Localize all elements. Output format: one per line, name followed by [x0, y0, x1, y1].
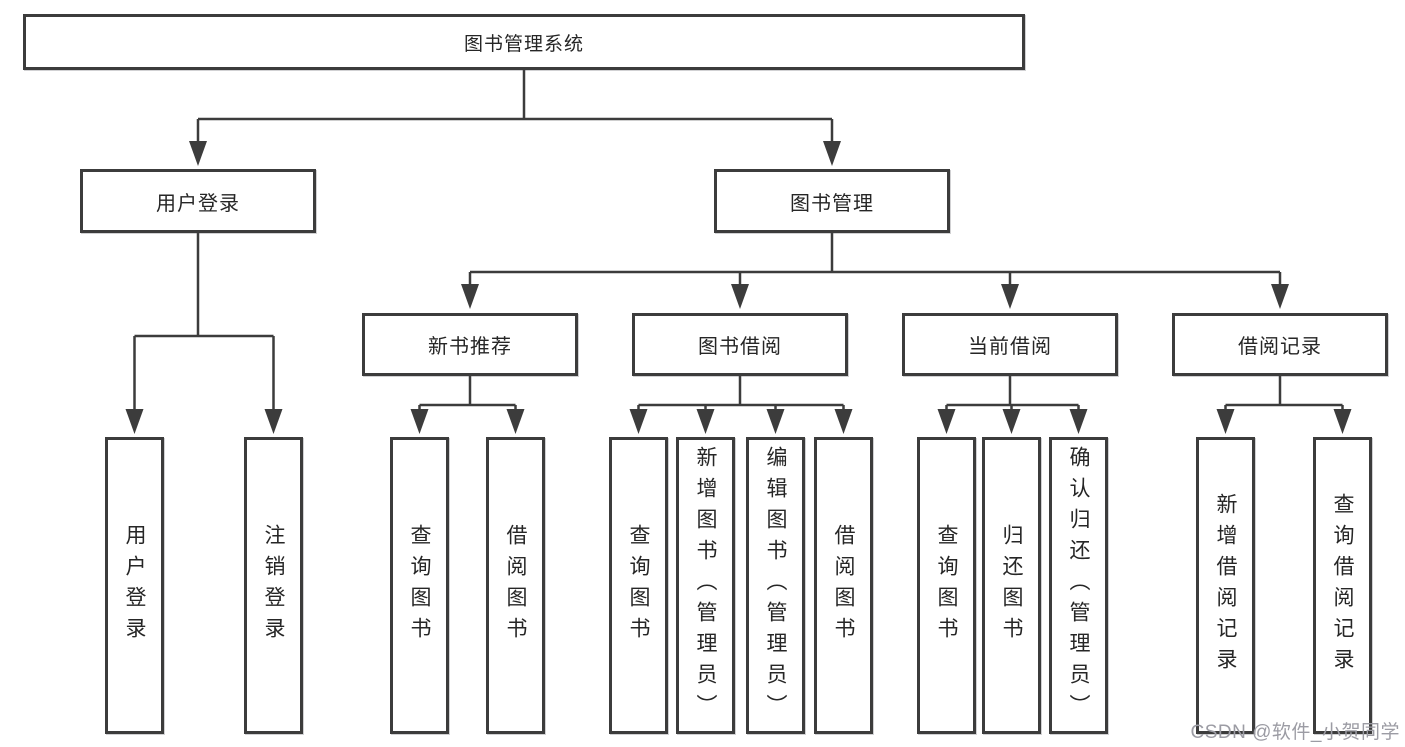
node-book-borrow: 图书借阅: [632, 313, 848, 376]
leaf-add-borrow-record: 新增借阅记录: [1196, 437, 1255, 734]
leaf-query-books-recommend: 查询图书: [390, 437, 449, 734]
csdn-watermark: CSDN @软件_小贺同学: [1190, 722, 1400, 743]
leaf-user-login: 用户登录: [105, 437, 164, 734]
leaf-borrow-books: 借阅图书: [814, 437, 873, 734]
node-user-login: 用户登录: [80, 169, 316, 233]
arrowheads: [125, 141, 1352, 434]
leaf-borrow-books-recommend: 借阅图书: [486, 437, 545, 734]
leaf-query-books-borrow: 查询图书: [609, 437, 668, 734]
node-borrow-records: 借阅记录: [1172, 313, 1388, 376]
leaf-confirm-return-admin: 确认归还（管理员）: [1049, 437, 1108, 734]
leaf-query-borrow-record: 查询借阅记录: [1313, 437, 1372, 734]
leaf-query-books-current: 查询图书: [917, 437, 976, 734]
node-current-borrow: 当前借阅: [902, 313, 1118, 376]
node-new-book-recommend: 新书推荐: [362, 313, 578, 376]
leaf-edit-book-admin: 编辑图书（管理员）: [746, 437, 805, 734]
node-book-management: 图书管理: [714, 169, 950, 233]
node-root-system: 图书管理系统: [23, 14, 1025, 70]
leaf-add-book-admin: 新增图书（管理员）: [676, 437, 735, 734]
leaf-logout: 注销登录: [244, 437, 303, 734]
leaf-return-book: 归还图书: [982, 437, 1041, 734]
